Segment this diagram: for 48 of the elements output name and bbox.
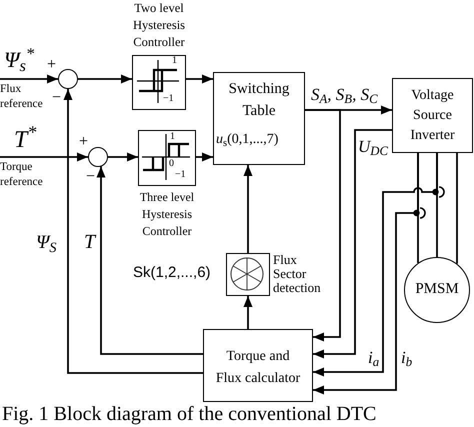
arrow bbox=[305, 109, 341, 342]
switching-table-block bbox=[213, 72, 305, 165]
signal-label: i$_{a}$ bbox=[368, 348, 380, 368]
block-label: Torque and Flux calculator bbox=[215, 348, 301, 388]
block-label: Switching Table bbox=[228, 80, 290, 121]
figure-caption: Fig. 1 Block diagram of the conventional DTC bbox=[2, 403, 376, 425]
calculator-block bbox=[203, 329, 313, 402]
block-heading: Flux Sector detection bbox=[273, 253, 322, 295]
arrow bbox=[108, 152, 138, 162]
arrow bbox=[96, 166, 203, 355]
signal-label: U$_{DC}$ bbox=[358, 137, 388, 157]
signal-label: Ψ$_{S}$ bbox=[36, 232, 56, 254]
sign-label: − bbox=[86, 169, 96, 185]
arrow bbox=[0, 74, 58, 84]
block-label: PMSM bbox=[415, 280, 459, 299]
signal-label: i$_{b}$ bbox=[401, 348, 412, 368]
arrow bbox=[186, 74, 213, 84]
arrow bbox=[244, 165, 252, 253]
arrow bbox=[196, 152, 213, 162]
input-label: Torque reference bbox=[0, 160, 44, 190]
level-value: −1 bbox=[163, 93, 174, 105]
signal-label: T bbox=[84, 231, 96, 253]
level-value: −1 bbox=[175, 169, 186, 180]
signal-label: Sk(1,2,...,6) bbox=[133, 263, 211, 283]
sign-label: + bbox=[79, 134, 88, 150]
arrow bbox=[313, 153, 438, 376]
sign-label: + bbox=[47, 57, 56, 73]
reference-symbol: T$^{*}$ bbox=[14, 127, 36, 154]
level-value: 1 bbox=[172, 55, 177, 67]
block-heading: Three level Hysteresis Controller bbox=[138, 189, 196, 240]
signal-label: S$_{A}$, S$_{B}$, S$_{C}$ bbox=[311, 85, 378, 105]
level-value: 0 bbox=[169, 158, 174, 169]
level-value: 1 bbox=[170, 131, 175, 142]
summing-junction bbox=[88, 147, 108, 167]
arrow bbox=[313, 153, 419, 394]
input-label: Flux reference bbox=[0, 82, 44, 112]
block-heading: Two level Hysteresis Controller bbox=[132, 0, 186, 51]
block-label: u$_{s}$(0,1,...,7) bbox=[216, 131, 278, 151]
arrow bbox=[64, 89, 203, 374]
arrow bbox=[0, 152, 88, 162]
connection-line bbox=[456, 153, 458, 264]
arrow bbox=[78, 74, 132, 84]
inverter-block bbox=[392, 78, 473, 153]
sign-label: − bbox=[52, 90, 62, 106]
arrow bbox=[313, 129, 392, 358]
arrow bbox=[244, 296, 252, 329]
block-label: Voltage Source Inverter bbox=[409, 87, 456, 145]
summing-junction bbox=[58, 69, 78, 89]
